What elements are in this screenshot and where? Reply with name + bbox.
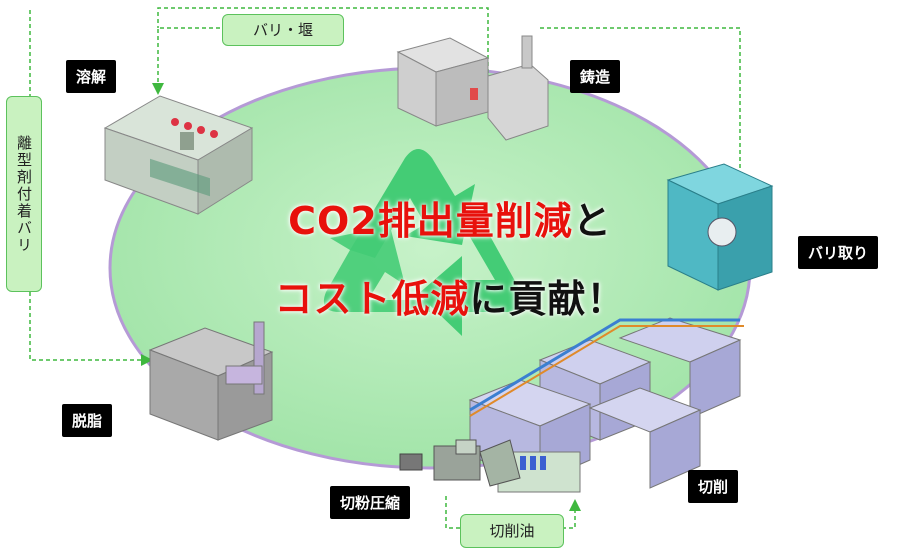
headline-line-1: CO2排出量削減と <box>0 190 900 245</box>
flow-label-release-agent-burr: 離型剤付着バリ <box>6 96 42 292</box>
headline-line-2-black: に貢献！ <box>469 277 626 321</box>
headline-line-1-black: と <box>572 199 612 243</box>
flow-arrow-cutting-oil <box>445 496 460 529</box>
flow-label-cutting-oil: 切削油 <box>460 514 564 548</box>
headline-line-1-red: CO2排出量削減 <box>288 199 573 243</box>
chip-compressor-illustration <box>399 439 521 487</box>
station-label-degreasing: 脱脂 <box>62 404 113 437</box>
flow-arrow-burr-gate <box>157 7 489 80</box>
station-label-cutting: 切削 <box>688 470 739 503</box>
station-label-melting: 溶解 <box>66 60 117 93</box>
degreasing-unit-illustration <box>148 321 274 441</box>
casting-machine-illustration <box>396 35 549 141</box>
melting-furnace-illustration <box>103 95 254 215</box>
station-label-chip-compression: 切粉圧縮 <box>330 486 411 519</box>
station-label-casting: 鋳造 <box>570 60 621 93</box>
deburring-machine-illustration <box>666 163 774 291</box>
flow-label-burr-gate: バリ・堰 <box>222 14 344 46</box>
recycle-icon <box>323 149 523 336</box>
headline-line-2: コスト低減に貢献！ <box>0 268 900 323</box>
headline-line-2-red: コスト低減 <box>274 277 470 321</box>
station-label-deburring: バリ取り <box>798 236 879 269</box>
flow-arrow-release-burr <box>29 292 153 366</box>
cutting-line-illustration <box>468 317 744 493</box>
